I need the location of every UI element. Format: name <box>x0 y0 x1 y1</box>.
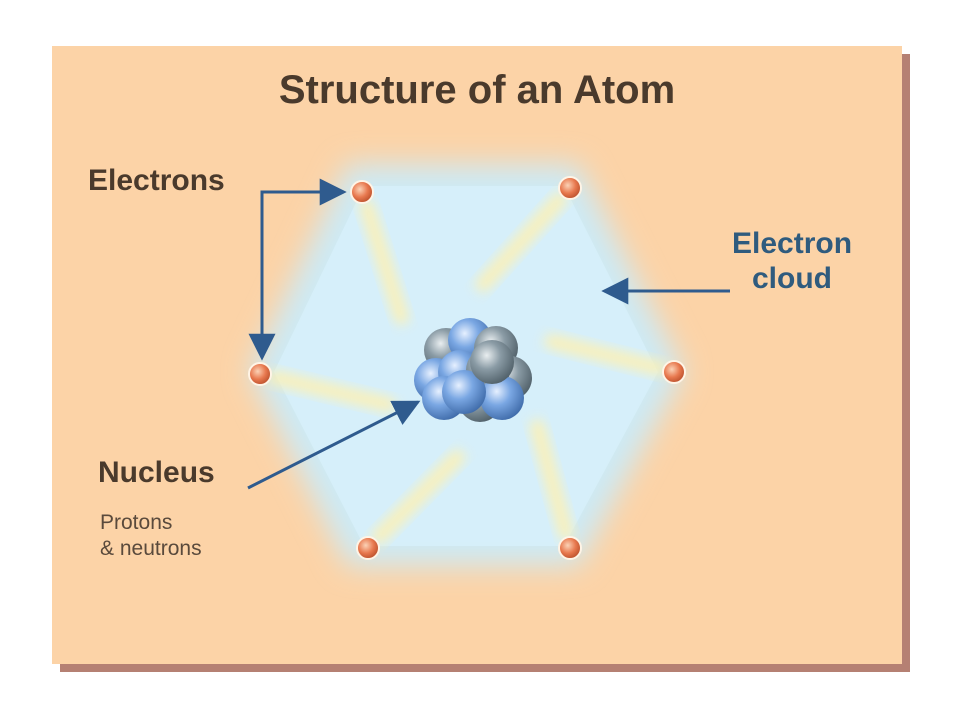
proton <box>442 370 486 414</box>
electron-cloud-label: Electron cloud <box>692 226 892 296</box>
nucleus-detail-line-1: Protons <box>100 511 173 534</box>
nucleus-label: Nucleus <box>98 456 215 489</box>
electron <box>356 536 380 560</box>
electron <box>558 176 582 200</box>
orbit-glow <box>371 450 465 545</box>
nucleus-arrow <box>247 400 421 490</box>
proton <box>480 376 524 420</box>
electron <box>558 536 582 560</box>
electrons <box>248 176 686 560</box>
atom-diagram <box>247 164 730 566</box>
electron <box>662 360 686 384</box>
electron <box>248 362 272 386</box>
nucleus-detail-label: Protons & neutrons <box>100 510 202 562</box>
orbit-glows <box>267 192 667 545</box>
electron-cloud-label-line-1: Electron <box>731 227 853 260</box>
diagram-panel: Structure of an Atom Electrons Electron … <box>52 46 902 664</box>
electron <box>350 180 374 204</box>
nucleus <box>414 318 532 422</box>
electrons-arrow-top <box>260 178 347 226</box>
electron-cloud-label-line-2: cloud <box>752 262 832 295</box>
orbit-glow <box>475 192 567 292</box>
orbit-glow <box>544 334 667 376</box>
nucleus-detail-line-2: & neutrons <box>100 537 202 560</box>
electrons-label: Electrons <box>88 164 225 197</box>
neutron <box>470 340 514 384</box>
orbit-glow <box>359 199 409 325</box>
diagram-title: Structure of an Atom <box>278 68 676 112</box>
orbit-glow <box>267 370 396 412</box>
orbit-glow <box>530 419 574 541</box>
